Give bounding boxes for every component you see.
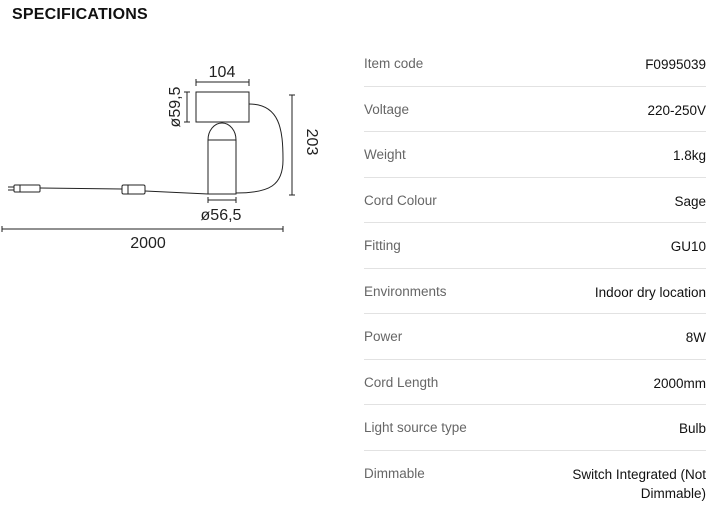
dim-base-diameter-label: ø56,5 xyxy=(201,207,242,224)
spec-value: GU10 xyxy=(670,239,706,254)
spec-value: Bulb xyxy=(678,421,706,436)
dim-width-label: 104 xyxy=(209,64,236,81)
spec-label: Power xyxy=(364,329,403,344)
spec-label: Dimmable xyxy=(364,465,425,481)
spec-label: Light source type xyxy=(364,420,467,435)
spec-label: Cord Colour xyxy=(364,192,437,208)
inline-switch-shape xyxy=(121,184,146,195)
spec-row-cord-length: Cord Length 2000mm xyxy=(364,360,706,405)
spec-label: Cord Length xyxy=(364,374,439,390)
spec-label: Fitting xyxy=(364,238,401,253)
spec-label: Environments xyxy=(364,283,447,299)
spec-value: F0995039 xyxy=(645,57,706,72)
spec-label: Item code xyxy=(364,56,424,71)
section-title: SPECIFICATIONS xyxy=(12,6,148,23)
dim-shade-diameter-label: ø59,5 xyxy=(167,86,184,127)
spec-value: Sage xyxy=(674,193,706,209)
spec-row-item-code: Item code F0995039 xyxy=(364,41,706,87)
spec-row-fitting: Fitting GU10 xyxy=(364,223,706,269)
dim-cord-length-label: 2000 xyxy=(130,235,166,252)
spec-table: Item code F0995039 Voltage 220-250V Weig… xyxy=(364,41,706,517)
lamp-shade-shape xyxy=(195,91,250,123)
power-cord xyxy=(144,190,209,195)
spec-value: 220-250V xyxy=(647,102,706,118)
spec-value: Indoor dry location xyxy=(594,284,706,300)
spec-value: 2000mm xyxy=(653,375,706,391)
spec-value: 8W xyxy=(685,330,706,345)
lamp-base-shape xyxy=(207,139,237,195)
spec-row-cord-colour: Cord Colour Sage xyxy=(364,178,706,223)
spec-value: Switch Integrated (Not Dimmable) xyxy=(572,466,706,501)
spec-row-light-source-type: Light source type Bulb xyxy=(364,405,706,451)
spec-label: Voltage xyxy=(364,101,410,117)
dim-height-label: 203 xyxy=(303,129,320,156)
spec-row-weight: Weight 1.8kg xyxy=(364,132,706,178)
spec-label: Weight xyxy=(364,147,406,162)
spec-value: 1.8kg xyxy=(672,148,706,163)
lamp-arm-cord xyxy=(235,103,284,194)
technical-drawing: 104 ø59,5 203 ø56,5 2000 xyxy=(1,64,320,252)
spec-row-voltage: Voltage 220-250V xyxy=(364,87,706,132)
lamp-bulb-shape xyxy=(207,122,237,141)
spec-row-environments: Environments Indoor dry location xyxy=(364,269,706,314)
spec-row-dimmable: Dimmable Switch Integrated (Not Dimmable… xyxy=(364,451,706,517)
spec-row-power: Power 8W xyxy=(364,314,706,360)
plug-shape xyxy=(13,184,41,193)
